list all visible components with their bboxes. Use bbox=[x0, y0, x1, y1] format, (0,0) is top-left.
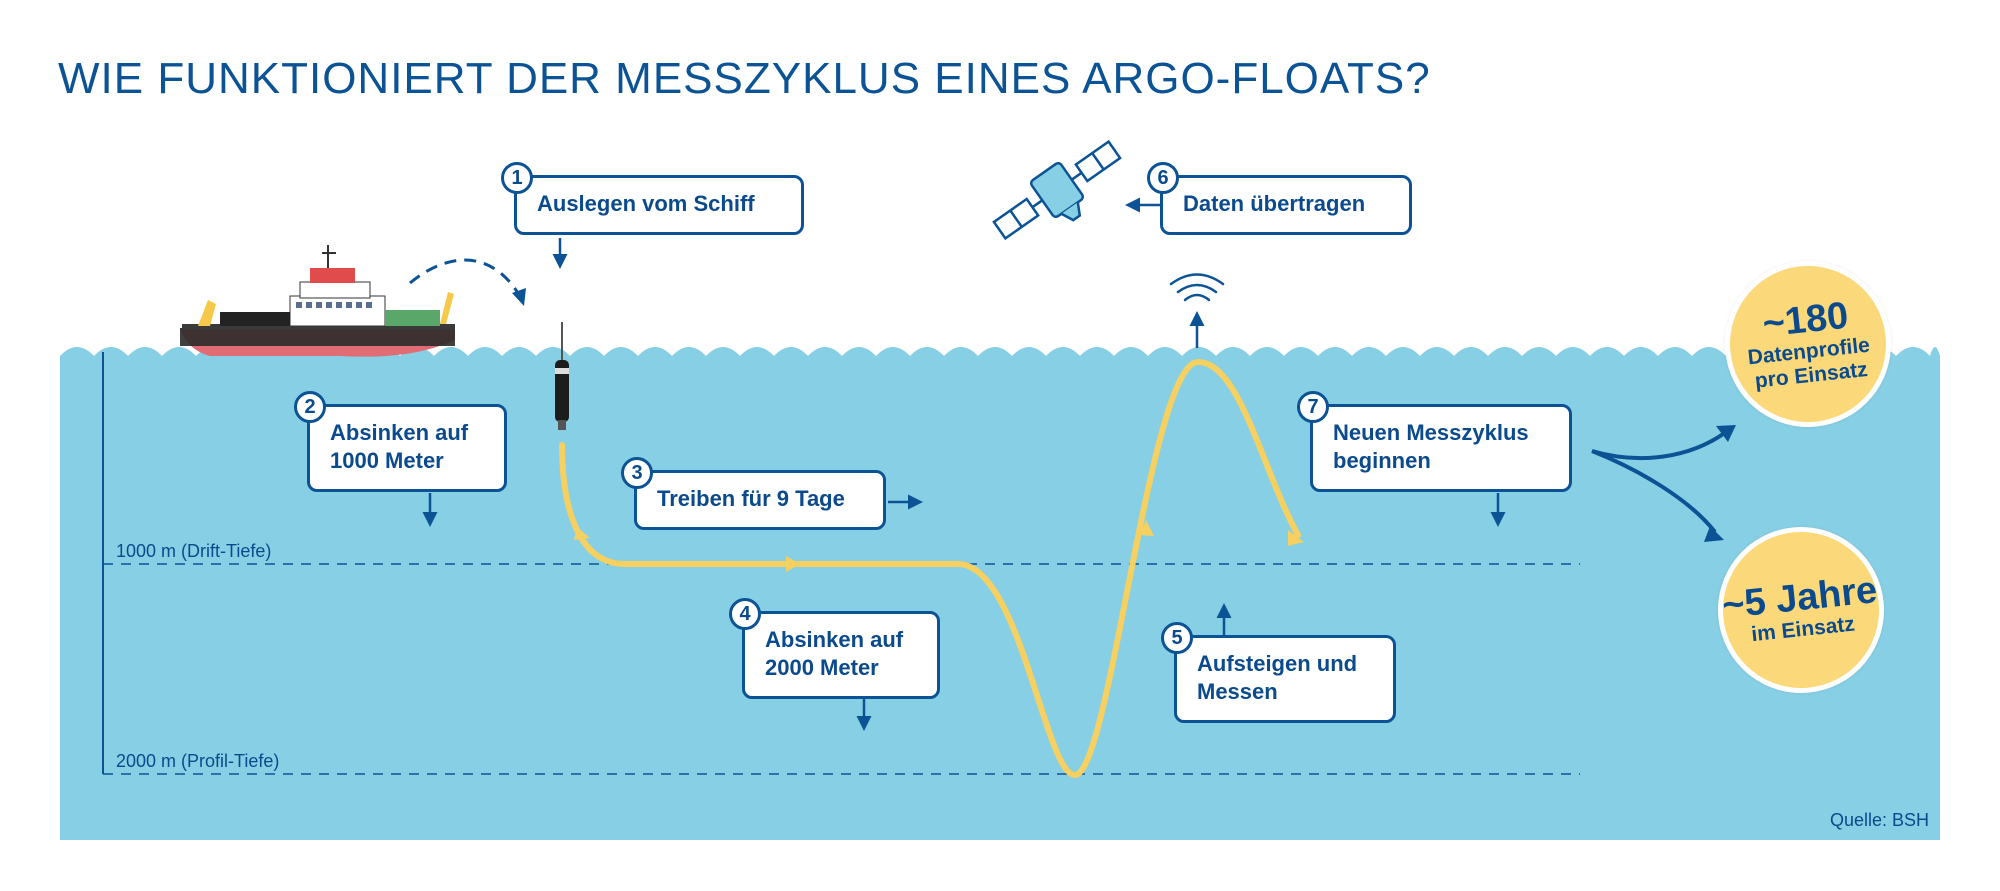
step-number: 6 bbox=[1147, 162, 1179, 194]
step-4-sink-2000: 4 Absinken auf 2000 Meter bbox=[729, 598, 940, 699]
drift-depth-label: 1000 m (Drift-Tiefe) bbox=[116, 541, 272, 561]
step-5-ascend: 5 Aufsteigen und Messen bbox=[1161, 622, 1396, 723]
step-arrows bbox=[422, 197, 1506, 731]
step-number: 1 bbox=[501, 162, 533, 194]
step-label: Aufsteigen und Messen bbox=[1197, 651, 1358, 704]
trajectory-arrow bbox=[1140, 520, 1154, 536]
trajectory-arrow bbox=[786, 556, 800, 572]
step-label: Neuen Messzyklus beginnen bbox=[1333, 420, 1529, 473]
result-arrow-head bbox=[1716, 425, 1736, 442]
trajectory-arrow bbox=[574, 527, 590, 540]
step-label: Daten übertragen bbox=[1183, 191, 1366, 216]
satellite-icon bbox=[992, 139, 1122, 241]
step-1-deploy: 1 Auslegen vom Schiff bbox=[501, 162, 804, 235]
step-number: 4 bbox=[729, 598, 761, 630]
step-label: Auslegen vom Schiff bbox=[537, 191, 755, 216]
step-number: 5 bbox=[1161, 622, 1193, 654]
step-label: Treiben für 9 Tage bbox=[657, 486, 845, 511]
step-label: Absinken auf 1000 Meter bbox=[330, 420, 469, 473]
float-trajectory bbox=[559, 358, 1304, 779]
trajectory-arrow bbox=[1288, 530, 1304, 546]
page-title: WIE FUNKTIONIERT DER MESSZYKLUS EINES AR… bbox=[58, 54, 1431, 103]
step-6-transmit: 6 Daten übertragen bbox=[1147, 162, 1412, 235]
source-credit: Quelle: BSH bbox=[1829, 810, 1929, 830]
signal-icon bbox=[1169, 273, 1225, 302]
result-arrow-head bbox=[1704, 526, 1724, 542]
profile-depth-label: 2000 m (Profil-Tiefe) bbox=[116, 751, 280, 771]
ship-icon bbox=[180, 245, 455, 357]
step-number: 3 bbox=[621, 457, 653, 489]
deploy-arrow-head bbox=[512, 288, 526, 306]
result-arrows bbox=[1591, 430, 1728, 534]
step-number: 2 bbox=[294, 391, 326, 423]
float-icon bbox=[555, 322, 569, 430]
step-label: Absinken auf 2000 Meter bbox=[765, 627, 904, 680]
deploy-arrow bbox=[409, 258, 524, 301]
step-7-restart: 7 Neuen Messzyklus beginnen bbox=[1297, 391, 1572, 492]
step-2-sink-1000: 2 Absinken auf 1000 Meter bbox=[294, 391, 507, 492]
step-3-drift: 3 Treiben für 9 Tage bbox=[621, 457, 886, 530]
step-number: 7 bbox=[1297, 391, 1329, 423]
